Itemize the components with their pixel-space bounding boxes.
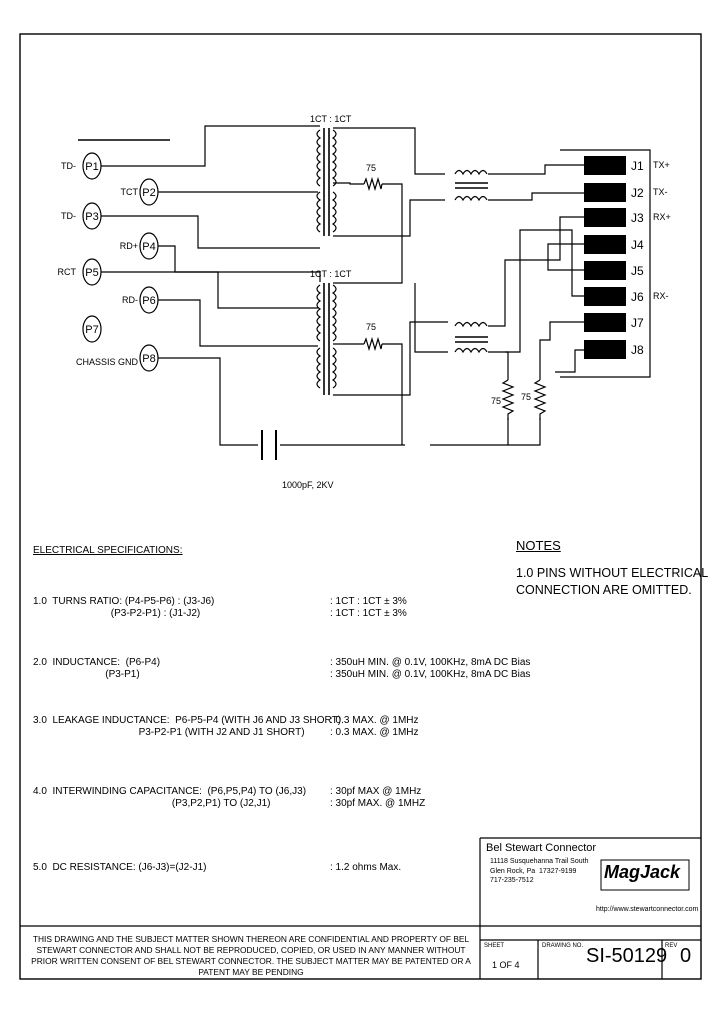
spec-1-left: 1.0 TURNS RATIO: (P4-P5-P6) : (J3-J6) (P… xyxy=(33,596,215,619)
pin-p4: P4 xyxy=(142,241,155,253)
label-td-minus-1: TD- xyxy=(61,161,76,171)
transformer-ratio-bottom: 1CT : 1CT xyxy=(310,269,352,279)
pin-circle-p8 xyxy=(139,344,159,372)
spec-2-left: 2.0 INDUCTANCE: (P6-P4) (P3-P1) xyxy=(33,657,161,680)
label-rct: RCT xyxy=(58,267,77,277)
jack-pad-j3 xyxy=(584,208,626,227)
jack-j8: J8 xyxy=(631,343,644,357)
jack-j4: J4 xyxy=(631,238,644,252)
pin-p2: P2 xyxy=(142,187,155,199)
resistor-label-low-right: 75 xyxy=(521,392,531,402)
pin-circle-p7 xyxy=(82,315,102,343)
transformer-ratio-top: 1CT : 1CT xyxy=(310,114,352,124)
label-rd-minus: RD- xyxy=(122,295,138,305)
pin-p3: P3 xyxy=(85,211,98,223)
magjack-logo: MagJack xyxy=(604,862,681,882)
jack-label-rx-plus: RX+ xyxy=(653,212,671,222)
jack-j3: J3 xyxy=(631,211,644,225)
pin-p1: P1 xyxy=(85,161,98,173)
pin-p8: P8 xyxy=(142,353,155,365)
jack-pad-j1 xyxy=(584,156,626,175)
logo-box xyxy=(600,859,690,891)
spec-4-right: : 30pf MAX @ 1MHz : 30pf MAX. @ 1MHZ xyxy=(330,786,426,809)
jack-pad-j6 xyxy=(584,287,626,306)
transformer-top-secondary xyxy=(331,129,337,233)
jack-j5: J5 xyxy=(631,264,644,278)
pin-circle-p6 xyxy=(139,286,159,314)
spec-4-left: 4.0 INTERWINDING CAPACITANCE: (P6,P5,P4)… xyxy=(33,786,307,809)
spec-1-right: : 1CT : 1CT ± 3% : 1CT : 1CT ± 3% xyxy=(330,596,407,619)
pin-circle-p1 xyxy=(82,152,102,180)
transformer-bottom-secondary xyxy=(331,284,337,389)
jack-j2: J2 xyxy=(631,186,644,200)
pin-p5: P5 xyxy=(85,267,98,279)
notes-body: 1.0 PINS WITHOUT ELECTRICAL CONNECTION A… xyxy=(516,566,708,597)
company-url: http://www.stewartconnector.com xyxy=(596,906,699,913)
jack-j7: J7 xyxy=(631,316,644,330)
jack-j1: J1 xyxy=(631,159,644,173)
label-td-minus-2: TD- xyxy=(61,211,76,221)
spec-5-right: : 1.2 ohms Max. xyxy=(330,862,402,873)
drawing-no-value: SI-50129 xyxy=(586,945,668,967)
label-tct: TCT xyxy=(121,187,139,197)
pin-circle-p4 xyxy=(139,232,159,260)
company-name: Bel Stewart Connector xyxy=(486,842,597,854)
pin-p7: P7 xyxy=(85,324,98,336)
jack-label-rx-minus: RX- xyxy=(653,291,669,301)
company-address: 11118 Susquehanna Trail South Glen Rock,… xyxy=(490,858,589,884)
spec-5-left: 5.0 DC RESISTANCE: (J6-J3)=(J2-J1) xyxy=(33,862,207,873)
sheet-label: SHEET xyxy=(484,943,505,949)
spec-2-right: : 350uH MIN. @ 0.1V, 100KHz, 8mA DC Bias… xyxy=(330,657,531,680)
jack-label-tx-minus: TX- xyxy=(653,187,668,197)
rev-label: REV xyxy=(665,943,678,949)
jack-pad-j8 xyxy=(584,340,626,359)
drawing-no-label: DRAWING NO. xyxy=(542,943,584,949)
transformer-top-primary xyxy=(316,129,322,233)
pin-p6: P6 xyxy=(142,295,155,307)
jack-label-tx-plus: TX+ xyxy=(653,160,670,170)
resistor-label-low-left: 75 xyxy=(491,396,501,406)
pin-circle-p5 xyxy=(82,258,102,286)
jack-pads xyxy=(584,156,626,359)
spec-3-left: 3.0 LEAKAGE INDUCTANCE: P6-P5-P4 (WITH J… xyxy=(33,715,342,738)
pin-circle-p2 xyxy=(139,178,159,206)
notes-title: NOTES xyxy=(516,538,561,553)
jack-pad-j4 xyxy=(584,235,626,254)
spec-heading: ELECTRICAL SPECIFICATIONS: xyxy=(33,545,183,556)
pin-circle-p3 xyxy=(82,202,102,230)
label-chassis-gnd: CHASSIS GND xyxy=(76,357,139,367)
rev-value: 0 xyxy=(680,945,692,967)
jack-pad-j2 xyxy=(584,183,626,202)
transformer-bottom-primary xyxy=(316,284,322,389)
jack-pad-j7 xyxy=(584,313,626,332)
resistor-label-top: 75 xyxy=(366,163,376,173)
jack-j6: J6 xyxy=(631,290,644,304)
spec-3-right: : 0.3 MAX. @ 1MHz : 0.3 MAX. @ 1MHz xyxy=(330,715,419,738)
label-rd-plus: RD+ xyxy=(120,241,138,251)
capacitor-label: 1000pF, 2KV xyxy=(282,480,334,490)
drawing-border xyxy=(19,33,702,980)
jack-pad-j5 xyxy=(584,261,626,280)
resistor-label-mid: 75 xyxy=(366,322,376,332)
confidentiality-disclaimer: THIS DRAWING AND THE SUBJECT MATTER SHOW… xyxy=(31,934,471,977)
sheet-value: 1 OF 4 xyxy=(492,960,520,970)
